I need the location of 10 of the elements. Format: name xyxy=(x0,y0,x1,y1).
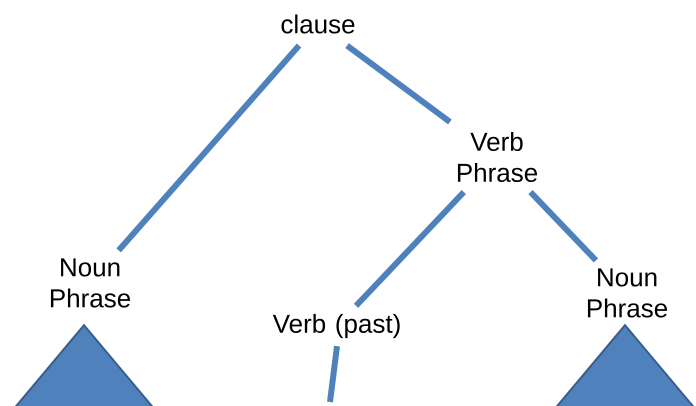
tree-line xyxy=(345,43,452,124)
tree-line xyxy=(327,346,340,402)
tree-line xyxy=(528,190,598,262)
node-label: Noun Phrase xyxy=(50,258,130,308)
node-label: Verb (past) xyxy=(272,314,400,338)
node-label: Verb Phrase xyxy=(458,132,538,182)
tree-line xyxy=(116,44,302,252)
node-label: clause xyxy=(282,14,354,34)
tree-line xyxy=(354,190,466,308)
node-label: Noun Phrase xyxy=(588,268,668,318)
